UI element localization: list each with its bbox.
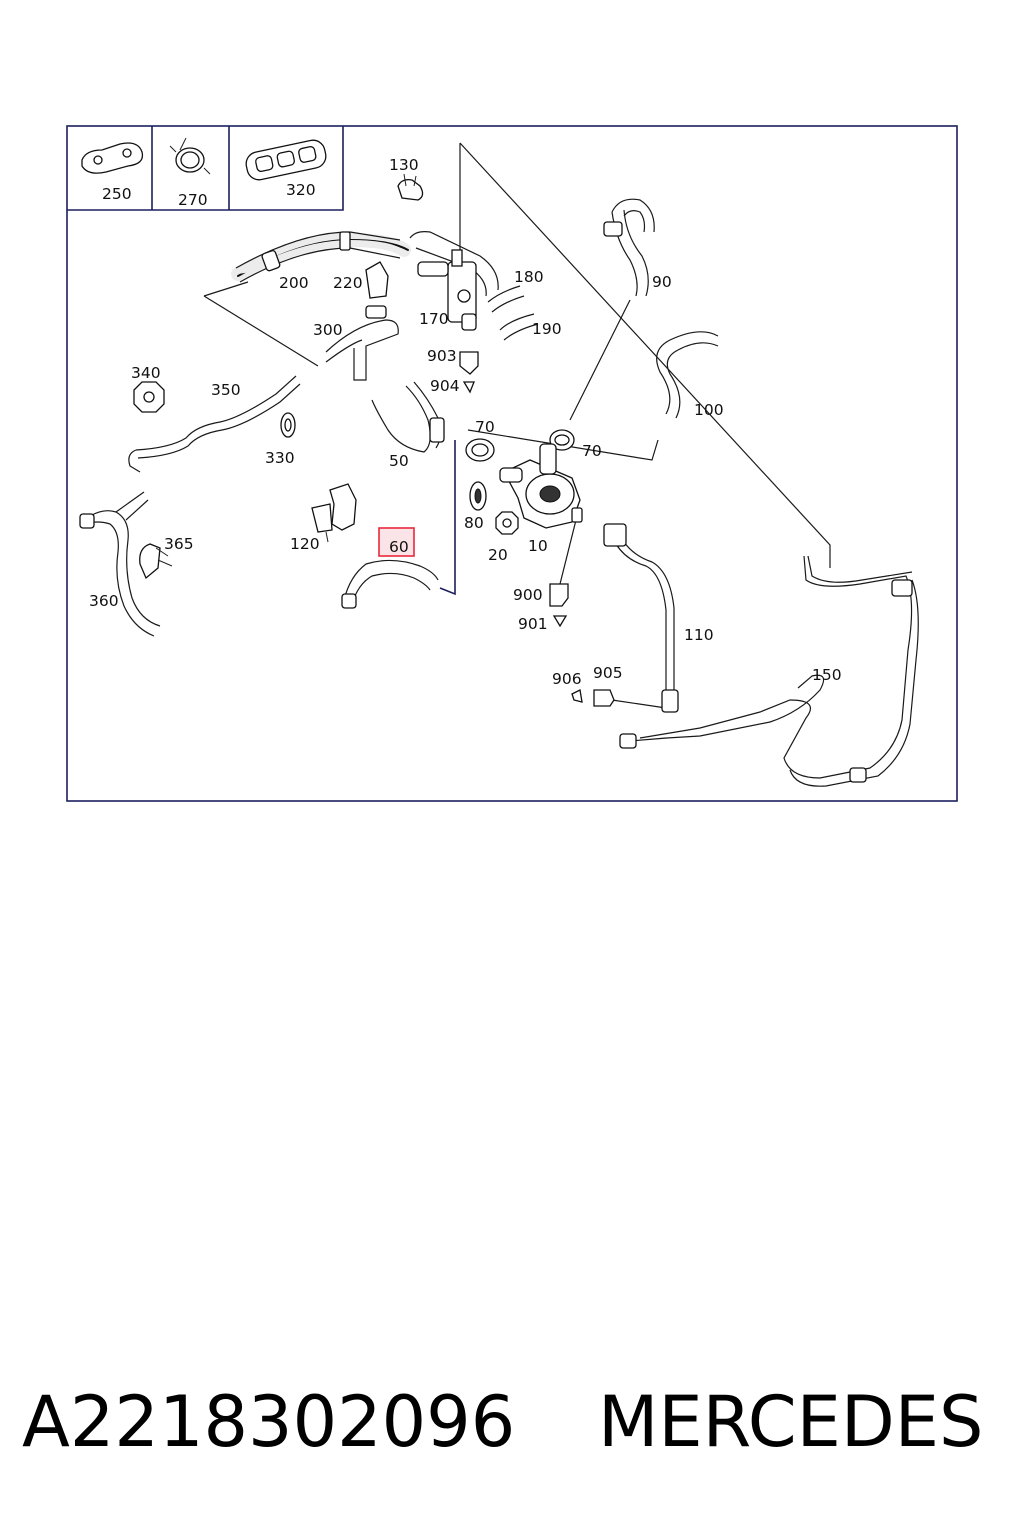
footer: A2218302096 MERCEDES	[0, 1372, 1024, 1472]
label-150: 150	[812, 666, 842, 684]
grommet-320-icon	[245, 139, 327, 181]
label-360: 360	[89, 592, 119, 610]
legend-boxes	[67, 126, 344, 211]
label-200: 200	[279, 274, 309, 292]
label-50: 50	[389, 452, 409, 470]
label-350: 350	[211, 381, 241, 399]
label-80: 80	[464, 514, 484, 532]
label-330: 330	[265, 449, 295, 467]
label-340: 340	[131, 364, 161, 382]
part-labels: 250 270 320 130 200 220 180 90 300 170 1…	[89, 156, 842, 688]
label-903: 903	[427, 347, 457, 365]
gasket-250-icon	[81, 142, 144, 174]
label-900: 900	[513, 586, 543, 604]
label-220: 220	[333, 274, 363, 292]
label-270: 270	[178, 191, 208, 209]
pump-10-icon	[499, 443, 583, 529]
leader-lines	[203, 142, 831, 709]
diagram-frame	[66, 125, 958, 802]
label-300: 300	[313, 321, 343, 339]
hoses	[79, 173, 919, 787]
brand-name: MERCEDES	[598, 1381, 984, 1463]
clamp-270-icon	[169, 137, 211, 175]
label-60: 60	[389, 538, 409, 556]
label-70-left: 70	[475, 418, 495, 436]
part-number: A2218302096	[22, 1381, 516, 1463]
label-320: 320	[286, 181, 316, 199]
label-180: 180	[514, 268, 544, 286]
label-130: 130	[389, 156, 419, 174]
label-110: 110	[684, 626, 714, 644]
label-70-right: 70	[582, 442, 602, 460]
label-20: 20	[488, 546, 508, 564]
label-120: 120	[290, 535, 320, 553]
label-901: 901	[518, 615, 548, 633]
label-90: 90	[652, 273, 672, 291]
label-250: 250	[102, 185, 132, 203]
highlight-box-60	[378, 527, 415, 557]
label-10: 10	[528, 537, 548, 555]
label-905: 905	[593, 664, 623, 682]
label-170: 170	[419, 310, 449, 328]
label-190: 190	[532, 320, 562, 338]
label-365: 365	[164, 535, 194, 553]
label-100: 100	[694, 401, 724, 419]
label-904: 904	[430, 377, 460, 395]
label-906: 906	[552, 670, 582, 688]
